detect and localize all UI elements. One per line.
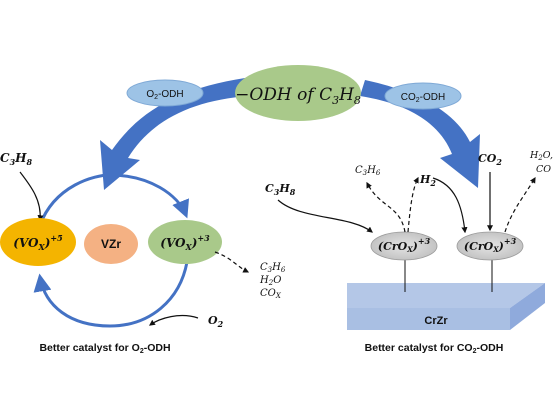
big-arrow-left: [100, 78, 250, 190]
crzr-label: CrZr: [424, 315, 448, 327]
co-label: CO: [536, 164, 551, 175]
crox-left-label: (CrOX)+3: [378, 236, 431, 254]
central-odh-label: −ODH of C3H8: [235, 85, 361, 107]
central-odh-ellipse: [235, 65, 361, 121]
c3h8-right-label: C3H8: [265, 182, 296, 197]
c3h8-left-arrow: [19, 171, 44, 222]
right-caption: Better catalyst for CO2-ODH: [365, 342, 504, 355]
crox-right-label: (CrOX)+3: [464, 236, 517, 254]
crox-right-node: [456, 231, 524, 261]
c3h6-right-label: C3H6: [355, 165, 381, 177]
o2-odh-tag: [126, 79, 204, 107]
left-product-c3h6: C3H6: [260, 262, 286, 274]
h2o-co-arrow: [504, 176, 536, 233]
cycle-arc-bottom: [33, 261, 189, 328]
o2-label: O2: [208, 314, 224, 329]
left-products-arrow: [214, 251, 250, 273]
cycle-arc-top: [38, 173, 189, 226]
crox-left-node: [370, 231, 438, 261]
crzr-slab-side: [510, 283, 545, 330]
o2-arrow: [149, 314, 199, 326]
vzr-node: [84, 224, 138, 264]
c3h8-right-arrow: [277, 199, 373, 233]
co2-odh-tag: [384, 82, 462, 110]
h2-transfer-arrow: [432, 177, 468, 234]
left-product-h2o: H2O: [259, 275, 281, 287]
vzr-label: VZr: [101, 237, 121, 251]
vox5-label: (VOX)+5: [13, 233, 63, 252]
h2-label: H2: [419, 173, 436, 188]
left-caption: Better catalyst for O2-ODH: [39, 342, 170, 355]
h2o-label: H2O,: [529, 150, 553, 162]
vox3-node: [148, 220, 222, 264]
c3h6-right-arrow: [366, 181, 406, 233]
big-arrow-right: [360, 80, 480, 188]
co2-odh-tag-label: CO2-ODH: [401, 92, 445, 104]
co2-label: CO2: [478, 152, 502, 167]
o2-odh-tag-label: O2-ODH: [146, 89, 183, 101]
vox3-label: (VOX)+3: [160, 233, 210, 252]
c3h8-left-label: C3H8: [0, 151, 32, 167]
crzr-slab-front: [347, 308, 510, 330]
crzr-slab-top: [347, 283, 545, 308]
vox5-node: [0, 218, 76, 266]
left-product-cox: COX: [260, 288, 282, 300]
h2-out-arrow: [407, 176, 419, 233]
